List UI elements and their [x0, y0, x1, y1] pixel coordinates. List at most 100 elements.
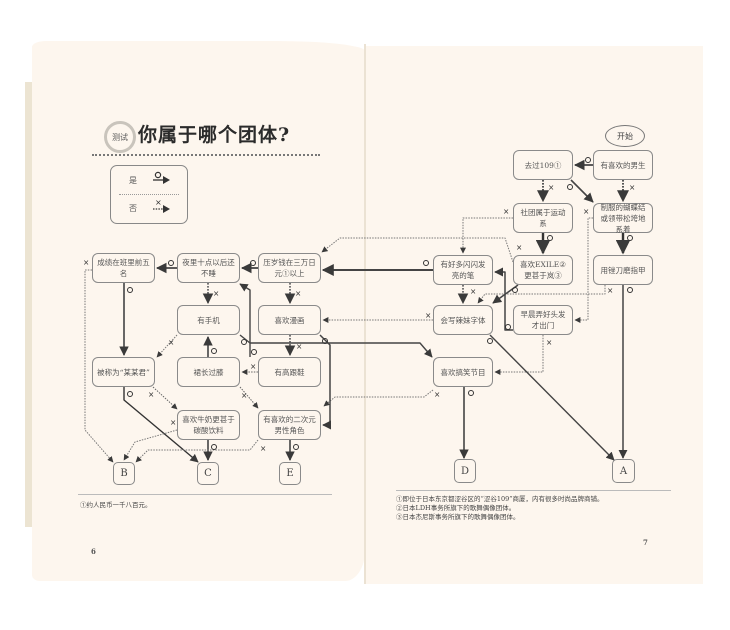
yes-mark — [127, 391, 133, 397]
book-gutter — [364, 44, 366, 584]
node-has-crush: 有喜欢的男生 — [593, 150, 653, 180]
legend-yes-label: 是 — [129, 176, 137, 185]
test-badge: 测试 — [104, 121, 136, 153]
node-new-year-money: 压岁钱在三万日元①以上 — [258, 253, 321, 283]
edge-phone-no — [156, 334, 178, 358]
no-mark: × — [470, 287, 476, 296]
footnote-left-1: ①约人民币一千八百元。 — [80, 501, 152, 509]
no-mark: × — [503, 207, 509, 216]
legend-no-label: 否 — [129, 204, 137, 213]
node-grades-top5: 成绩在班里前五名 — [92, 253, 155, 283]
no-mark: × — [516, 243, 522, 252]
no-mark: × — [546, 338, 552, 347]
edge-2d-no — [135, 439, 259, 463]
page-title: 你属于哪个团体? — [138, 124, 291, 146]
edge-nails-no — [477, 285, 606, 304]
no-mark: × — [260, 444, 266, 453]
legend-no-row: 否 × — [111, 194, 187, 222]
yes-mark — [241, 339, 247, 345]
node-skirt-below-knee: 裙长过膝 — [177, 357, 240, 387]
edge-skirt-no — [239, 386, 259, 409]
yes-mark — [512, 287, 518, 293]
result-b: B — [113, 462, 135, 485]
start-node: 开始 — [605, 125, 645, 147]
result-c: C — [197, 462, 219, 485]
yes-mark — [168, 260, 174, 266]
no-mark: × — [425, 311, 431, 320]
legend-yes-row: 是 — [111, 166, 187, 194]
no-mark: × — [213, 289, 219, 298]
result-e: E — [279, 462, 301, 485]
no-mark: × — [295, 289, 301, 298]
no-mark: × — [148, 390, 154, 399]
title-divider — [92, 154, 320, 156]
edge-comedy-no — [323, 389, 434, 407]
yes-mark — [251, 349, 257, 355]
yes-arrow-icon — [153, 171, 170, 184]
no-arrow-icon: × — [153, 198, 170, 213]
edge-phone-yes — [239, 334, 433, 358]
yes-mark — [505, 324, 511, 330]
yes-mark — [211, 444, 217, 450]
node-milk-over-soda: 喜欢牛奶更甚于碳酸饮料 — [177, 410, 240, 440]
yes-mark — [547, 235, 553, 241]
no-mark: × — [170, 418, 176, 427]
legend-divider — [119, 194, 179, 195]
yes-mark — [293, 444, 299, 450]
legend-box: 是 否 × — [110, 165, 188, 224]
node-hair-before-out: 早晨弄好头发才出门 — [513, 305, 573, 335]
yes-mark — [468, 390, 474, 396]
edge-milk-no — [123, 429, 178, 461]
no-mark: × — [607, 286, 613, 295]
footnote-right-3: ③日本杰尼斯事务所旗下的歌舞偶像团体。 — [396, 513, 520, 521]
node-comedy-shows: 喜欢搞笑节目 — [433, 357, 493, 387]
yes-mark — [322, 338, 328, 344]
node-has-high-heels: 有高跟鞋 — [258, 357, 321, 387]
edge-hair-no — [494, 335, 544, 375]
edge-club-no — [460, 217, 513, 254]
node-called-kun: 被称为“某某君” — [92, 357, 155, 387]
yes-mark — [127, 287, 133, 293]
node-sports-club: 社团属于运动系 — [513, 203, 573, 233]
node-been-to-109: 去过109① — [513, 150, 573, 180]
no-mark: × — [583, 207, 589, 216]
no-mark: × — [250, 362, 256, 371]
node-exile-over-arashi: 喜欢EXILE②更甚于岚③ — [513, 255, 573, 285]
footnote-right-1: ①即位于日本东京都涩谷区的“涩谷109”商厦，内有很多时尚品牌商铺。 — [396, 495, 604, 503]
edge-font-yes — [489, 334, 615, 461]
no-mark: × — [168, 338, 174, 347]
yes-mark — [627, 235, 633, 241]
footnote-right-2: ②日本LDH事务所旗下的歌舞偶像团体。 — [396, 504, 516, 512]
yes-mark — [627, 287, 633, 293]
no-mark: × — [296, 342, 302, 351]
yes-mark — [423, 260, 429, 266]
yes-mark — [585, 157, 591, 163]
yes-mark — [567, 184, 573, 190]
footnote-divider-right — [396, 490, 671, 491]
svg-text:×: × — [155, 198, 162, 207]
node-shiny-pens: 有好多闪闪发亮的笔 — [433, 255, 493, 285]
page-number-right: 7 — [643, 538, 648, 547]
no-mark: × — [241, 391, 247, 400]
edge-kun-no — [152, 386, 178, 410]
node-loose-ribbon: 制服的蝴蝶结或领带松垮地系着 — [593, 203, 653, 234]
footnote-divider-left — [78, 494, 332, 495]
no-mark: × — [548, 183, 554, 192]
node-file-nails: 用锉刀磨指甲 — [593, 255, 653, 285]
yes-mark — [250, 260, 256, 266]
node-likes-2d-male: 有喜欢的二次元男性角色 — [258, 410, 321, 440]
edge-manga-yes — [319, 334, 332, 430]
page-number-left: 6 — [91, 547, 96, 556]
node-stay-up-late: 夜里十点以后还不睡 — [177, 253, 240, 283]
edge-hair-yes — [494, 267, 513, 331]
edge-kun-yes — [123, 387, 199, 463]
no-mark: × — [629, 183, 635, 192]
no-mark: × — [434, 390, 440, 399]
edge-grades-no — [84, 269, 114, 463]
yes-mark — [487, 338, 493, 344]
node-has-phone: 有手机 — [177, 305, 240, 335]
yes-mark — [211, 348, 217, 354]
result-a: A — [612, 459, 635, 483]
edge-109-yes — [570, 179, 594, 203]
